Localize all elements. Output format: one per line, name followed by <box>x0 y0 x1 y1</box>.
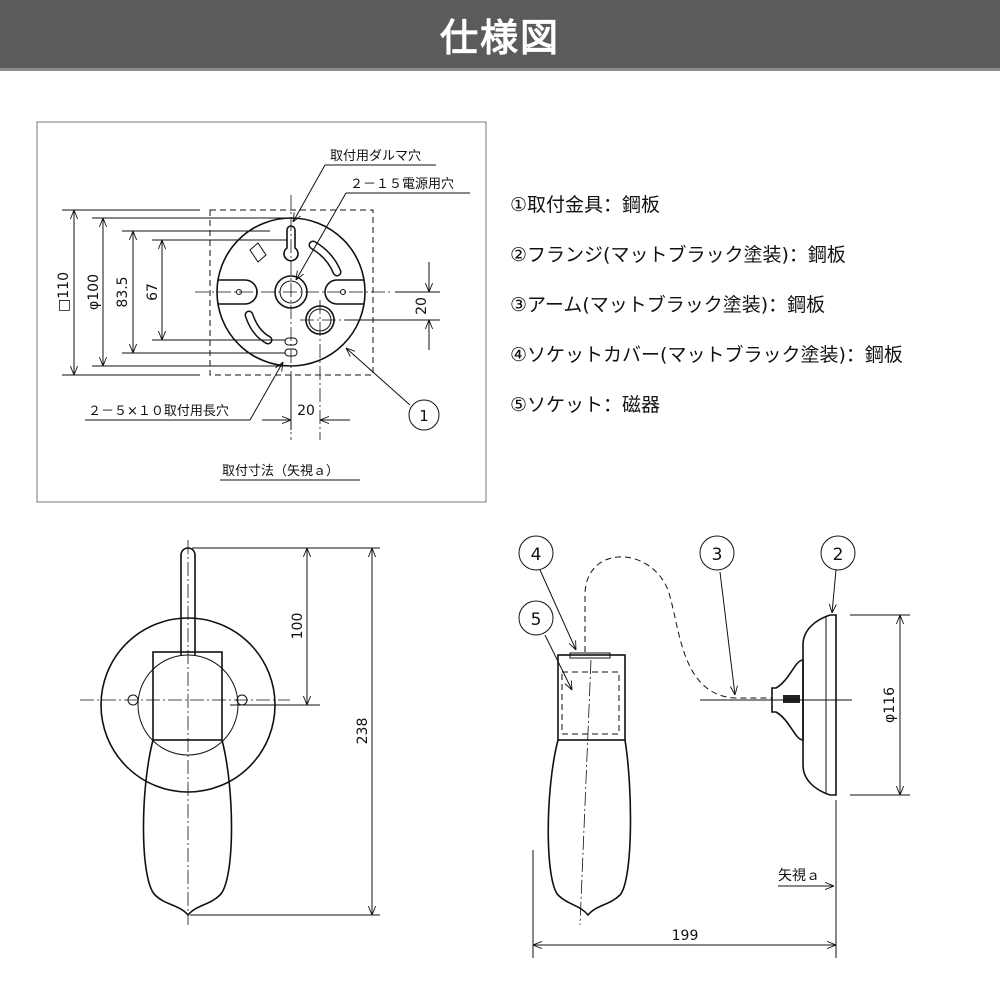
dim-67: 67 <box>145 283 161 301</box>
keyhole <box>283 225 299 262</box>
page-title: 仕様図 <box>439 15 560 60</box>
mount-caption: 取付寸法（矢視ａ） <box>222 464 339 479</box>
header-banner: 仕様図 <box>0 0 1000 71</box>
label-slots: ２－５×１０取付用長穴 <box>88 404 229 419</box>
mount-view-frame <box>36 121 487 503</box>
callout-3: 3 <box>712 545 723 565</box>
spec-item: ⑤ソケット：磁器 <box>510 394 661 416</box>
callout-2: 2 <box>833 545 844 565</box>
bulb-side <box>547 739 632 917</box>
spec-list: ①取付金具：鋼板 ②フランジ(マットブラック塗装)：鋼板 ③アーム(マットブラッ… <box>510 190 903 440</box>
dim-offset-v: 20 <box>414 297 430 315</box>
label-power-hole: ２－１５電源用穴 <box>350 177 454 192</box>
screw-hole-icon <box>127 694 139 706</box>
spec-item: ②フランジ(マットブラック塗装)：鋼板 <box>510 244 846 266</box>
spec-item: ④ソケットカバー(マットブラック塗装)：鋼板 <box>510 344 903 366</box>
power-hole-2 <box>305 305 335 335</box>
dim-diameter: φ100 <box>86 274 102 310</box>
front-view: 100 238 <box>80 540 380 925</box>
spec-item: ③アーム(マットブラック塗装)：鋼板 <box>510 294 826 316</box>
label-keyhole: 取付用ダルマ穴 <box>330 149 421 164</box>
bulb <box>142 739 233 917</box>
mount-view: □110 φ100 83.5 67 20 20 取付用ダルマ穴 ２－１５電源用穴… <box>36 121 487 503</box>
dim-total: 238 <box>355 718 371 745</box>
spec-item: ①取付金具：鋼板 <box>510 194 661 216</box>
dim-offset-h: 20 <box>297 403 315 419</box>
mount-square-outline <box>209 209 374 376</box>
dim-top: 100 <box>290 613 306 640</box>
dim-depth: 199 <box>672 928 699 944</box>
dim-square: □110 <box>56 272 72 312</box>
callout-4: 4 <box>531 545 542 565</box>
power-hole <box>274 275 308 309</box>
view-arrow-label: 矢視ａ <box>778 868 820 884</box>
callout-5: 5 <box>531 610 542 630</box>
dim-83-5: 83.5 <box>115 276 131 307</box>
flange-side <box>802 614 837 796</box>
dim-flange: φ116 <box>882 687 898 723</box>
socket-cover <box>152 651 223 741</box>
callout-1: 1 <box>419 407 429 425</box>
socket-cover-side <box>557 654 626 741</box>
side-view: φ116 199 矢視ａ 4 3 2 5 <box>518 535 910 958</box>
